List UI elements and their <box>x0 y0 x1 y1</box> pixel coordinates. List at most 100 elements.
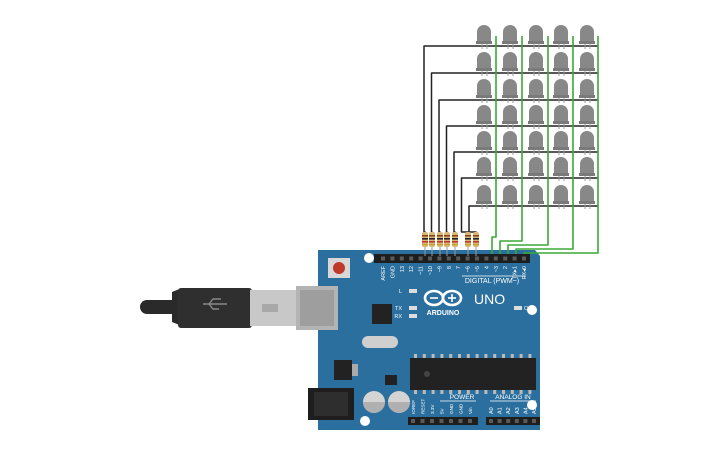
led[interactable] <box>553 131 569 155</box>
resistor[interactable] <box>429 232 435 247</box>
led[interactable] <box>476 157 492 181</box>
led[interactable] <box>476 185 492 209</box>
power-pin-label: IOREF <box>411 400 416 414</box>
header-pin[interactable] <box>522 256 526 261</box>
header-pin[interactable] <box>503 256 508 261</box>
led[interactable] <box>476 131 492 155</box>
usb-cable[interactable] <box>140 288 298 328</box>
led[interactable] <box>553 79 569 103</box>
digital-pin-label: ~9 <box>437 266 443 272</box>
analog-pin-label: A0 <box>489 407 495 414</box>
resistor[interactable] <box>444 232 450 247</box>
led[interactable] <box>528 79 544 103</box>
led[interactable] <box>553 185 569 209</box>
power-pin-label: 5V <box>440 407 445 414</box>
header-pin[interactable] <box>497 419 502 423</box>
led[interactable] <box>528 25 544 49</box>
led[interactable] <box>553 105 569 129</box>
header-pin[interactable] <box>409 256 414 261</box>
digital-header <box>374 254 530 263</box>
header-pin[interactable] <box>390 256 395 261</box>
header-pin[interactable] <box>468 419 472 423</box>
analog-in-label: ANALOG IN <box>495 394 531 401</box>
header-pin[interactable] <box>493 256 498 261</box>
led[interactable] <box>579 79 595 103</box>
header-pin[interactable] <box>430 419 434 423</box>
digital-pin-label: 4 <box>484 266 490 269</box>
reset-button-cap[interactable] <box>333 262 345 274</box>
led[interactable] <box>528 52 544 76</box>
led[interactable] <box>502 105 518 129</box>
led[interactable] <box>476 25 492 49</box>
digital-pin-label: ~5 <box>475 266 481 272</box>
led[interactable] <box>502 157 518 181</box>
header-pin[interactable] <box>484 256 489 261</box>
led-l <box>409 289 417 293</box>
led[interactable] <box>528 157 544 181</box>
led[interactable] <box>579 157 595 181</box>
analog-pin-label: A4 <box>523 407 529 414</box>
header-pin[interactable] <box>446 256 451 261</box>
row-wire[interactable] <box>438 99 598 240</box>
header-pin[interactable] <box>489 419 493 423</box>
column-wire[interactable] <box>515 36 574 254</box>
header-pin[interactable] <box>475 256 479 261</box>
led[interactable] <box>502 25 518 49</box>
column-wire[interactable] <box>507 36 549 254</box>
led[interactable] <box>553 157 569 181</box>
led[interactable] <box>579 185 595 209</box>
header-pin[interactable] <box>458 419 463 423</box>
led[interactable] <box>502 79 518 103</box>
header-pin[interactable] <box>437 256 442 261</box>
header-pin[interactable] <box>449 419 453 423</box>
on-label: ON <box>524 306 532 312</box>
resistor[interactable] <box>437 232 443 247</box>
header-pin[interactable] <box>506 419 511 423</box>
led[interactable] <box>528 105 544 129</box>
header-pin[interactable] <box>411 419 415 423</box>
header-pin[interactable] <box>532 419 536 423</box>
led[interactable] <box>528 185 544 209</box>
led[interactable] <box>579 52 595 76</box>
header-pin[interactable] <box>456 256 461 261</box>
resistor[interactable] <box>465 232 471 247</box>
led[interactable] <box>476 52 492 76</box>
usb-cable-wire <box>140 300 180 314</box>
resistor[interactable] <box>473 232 479 247</box>
resistor[interactable] <box>422 232 428 247</box>
digital-pin-label: ~6 <box>466 266 472 272</box>
resistor[interactable] <box>452 232 458 247</box>
header-pin[interactable] <box>523 419 528 423</box>
header-pin[interactable] <box>465 256 470 261</box>
led[interactable] <box>579 105 595 129</box>
power-pin-label: GND <box>459 403 464 414</box>
header-pin[interactable] <box>512 256 517 261</box>
row-wire[interactable] <box>453 151 598 240</box>
header-pin[interactable] <box>420 419 425 423</box>
led[interactable] <box>476 79 492 103</box>
led[interactable] <box>502 185 518 209</box>
header-pin[interactable] <box>428 256 432 261</box>
led[interactable] <box>553 52 569 76</box>
header-pin[interactable] <box>418 256 423 261</box>
led[interactable] <box>502 52 518 76</box>
led[interactable] <box>476 105 492 129</box>
led[interactable] <box>528 131 544 155</box>
led-rx <box>409 314 417 318</box>
led[interactable] <box>553 25 569 49</box>
digital-pin-label: ~10 <box>428 266 434 275</box>
column-wire[interactable] <box>491 36 497 254</box>
header-pin[interactable] <box>381 256 385 261</box>
row-wire[interactable] <box>468 205 598 240</box>
header-pin[interactable] <box>439 419 444 423</box>
column-wire[interactable] <box>499 36 523 254</box>
header-pin[interactable] <box>399 256 404 261</box>
usb-chip <box>372 304 392 324</box>
led[interactable] <box>579 131 595 155</box>
header-pin[interactable] <box>514 419 519 423</box>
power-label: POWER <box>450 394 475 401</box>
led[interactable] <box>579 25 595 49</box>
column-wire[interactable] <box>523 36 599 254</box>
led[interactable] <box>502 131 518 155</box>
